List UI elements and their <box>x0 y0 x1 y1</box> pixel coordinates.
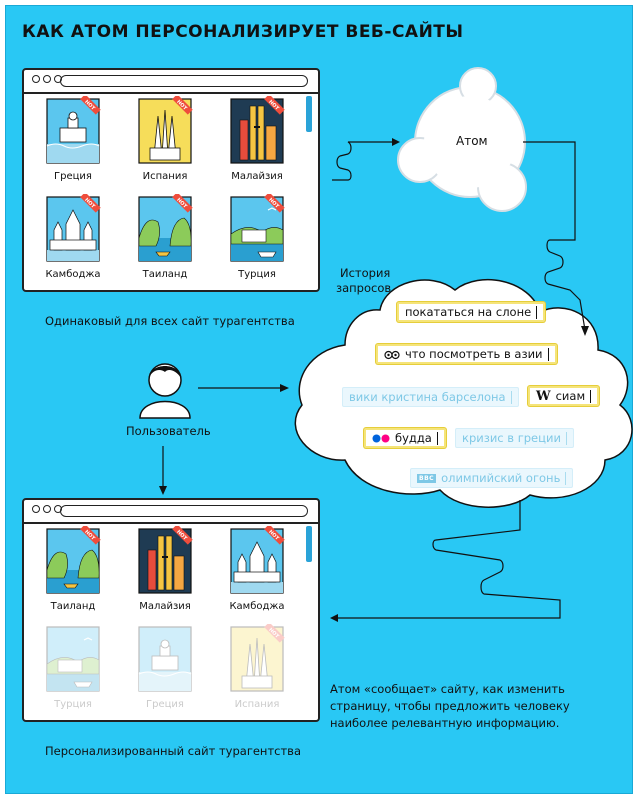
personalized-site-caption: Персонализированный сайт турагентства <box>45 744 301 758</box>
query-text: кризис в греции <box>462 431 561 445</box>
query-text: вики кристина барселона <box>349 390 506 404</box>
user-icon <box>139 363 191 419</box>
tripadvisor-icon <box>384 350 400 359</box>
atom-label: Атом <box>456 134 488 148</box>
query-chip[interactable]: BBC олимпийский огонь <box>410 468 574 488</box>
destination-card-greece[interactable]: Греция <box>136 624 194 710</box>
destination-illustration: HOT <box>44 194 102 264</box>
feedback-line-2: страницу, чтобы предложить человеку <box>330 699 570 713</box>
destination-illustration <box>136 624 194 694</box>
user-label: Пользователь <box>126 424 211 438</box>
text-caret <box>565 431 567 445</box>
flickr-icon <box>372 434 390 442</box>
destination-label: Камбоджа <box>45 269 101 280</box>
feedback-line-3: наиболее релевантную информацию. <box>330 716 560 730</box>
query-text: олимпийский огонь <box>441 471 561 485</box>
destination-illustration: HOT <box>228 526 286 596</box>
query-chip[interactable]: вики кристина барселона <box>342 387 519 407</box>
window-controls <box>32 505 62 513</box>
wikipedia-icon: W <box>536 388 551 404</box>
text-caret <box>565 471 567 485</box>
destination-label: Камбоджа <box>229 601 285 612</box>
text-caret <box>590 389 592 403</box>
destination-label: Малайзия <box>231 171 283 182</box>
query-text: что посмотреть в азии <box>405 347 543 361</box>
query-text: сиам <box>555 389 586 403</box>
destination-label: Испания <box>142 171 188 182</box>
destination-illustration: HOT <box>44 526 102 596</box>
destination-card-turkey[interactable]: Турция <box>44 624 102 710</box>
generic-site-caption: Одинаковый для всех сайт турагентства <box>45 314 295 328</box>
query-chip[interactable]: кризис в греции <box>455 428 574 448</box>
arrow-feedback <box>336 500 561 619</box>
text-caret <box>547 347 549 361</box>
destination-card-spain[interactable]: HOT Испания <box>228 624 286 710</box>
text-caret <box>510 390 512 404</box>
query-chip[interactable]: покататься на слоне <box>397 302 546 322</box>
arrowhead-atom <box>392 138 400 146</box>
arrowhead-history <box>581 326 589 336</box>
destination-card-greece[interactable]: HOT Греция <box>44 96 102 182</box>
page-title: КАК АТОМ ПЕРСОНАЛИЗИРУЕТ ВЕБ-САЙТЫ <box>22 22 464 42</box>
scrollbar[interactable] <box>306 96 314 284</box>
query-text: будда <box>395 431 432 445</box>
destination-card-spain[interactable]: HOT Испания <box>136 96 194 182</box>
destination-label: Таиланд <box>142 269 188 280</box>
bbc-icon: BBC <box>417 473 437 483</box>
destination-card-malaysia[interactable]: HOT Малайзия <box>136 526 194 612</box>
destination-illustration: HOT <box>136 194 194 264</box>
destination-label: Таиланд <box>50 601 96 612</box>
query-text: покататься на слоне <box>405 305 532 319</box>
destination-illustration: HOT <box>136 96 194 166</box>
destination-card-cambodia[interactable]: HOT Камбоджа <box>44 194 102 280</box>
arrow-atom-to-history <box>523 141 586 331</box>
destination-card-turkey[interactable]: HOT Турция <box>228 194 286 280</box>
arrowhead-site <box>159 486 167 495</box>
query-chip[interactable]: будда <box>364 428 446 448</box>
address-bar <box>60 75 308 87</box>
window-controls <box>32 75 62 83</box>
history-label-line2: запросов <box>336 281 392 295</box>
arrowhead-user <box>280 384 289 392</box>
destination-illustration: HOT <box>136 526 194 596</box>
feedback-line-1: Атом «сообщает» сайту, как изменить <box>330 682 565 696</box>
text-caret <box>436 431 438 445</box>
query-chip[interactable]: что посмотреть в азии <box>376 344 557 364</box>
address-bar <box>60 505 308 517</box>
destination-illustration: HOT <box>228 194 286 264</box>
destination-card-thailand[interactable]: HOT Таиланд <box>44 526 102 612</box>
destination-card-malaysia[interactable]: HOT Малайзия <box>228 96 286 182</box>
browser-topbar <box>24 500 318 524</box>
destination-label: Турция <box>238 269 276 280</box>
arrowhead-feedback <box>330 614 338 622</box>
destination-label: Испания <box>234 699 280 710</box>
destination-label: Греция <box>54 171 92 182</box>
text-caret <box>536 305 538 319</box>
atom-cloud <box>397 67 527 212</box>
destination-illustration: HOT <box>228 96 286 166</box>
arrow-to-atom <box>332 141 392 181</box>
destination-illustration <box>44 624 102 694</box>
destination-label: Турция <box>54 699 92 710</box>
history-label-line1: История <box>340 266 391 280</box>
scrollbar[interactable] <box>306 526 314 714</box>
destination-illustration: HOT <box>228 624 286 694</box>
destination-label: Малайзия <box>139 601 191 612</box>
destination-label: Греция <box>146 699 184 710</box>
destination-card-cambodia[interactable]: HOT Камбоджа <box>228 526 286 612</box>
destination-card-thailand[interactable]: HOT Таиланд <box>136 194 194 280</box>
browser-topbar <box>24 70 318 94</box>
destination-illustration: HOT <box>44 96 102 166</box>
